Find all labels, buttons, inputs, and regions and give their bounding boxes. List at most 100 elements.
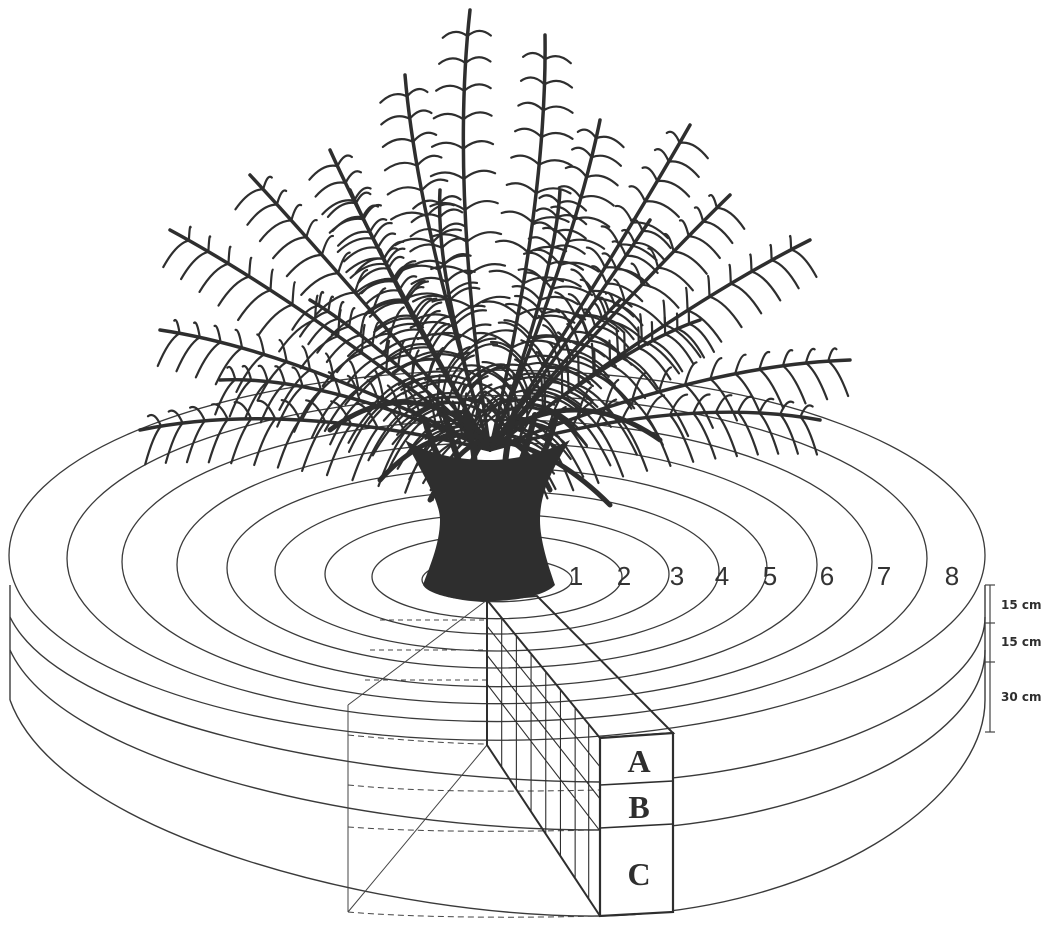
ring-label-5: 5	[763, 561, 777, 591]
frond-leaflet	[680, 220, 689, 236]
frond-leaflet	[467, 31, 490, 36]
frond-leaflet	[527, 388, 528, 422]
wedge-top-edge	[348, 600, 487, 705]
frond-leaflet	[770, 245, 771, 260]
frond-leaflet	[542, 133, 573, 139]
frond-leaflet	[507, 183, 536, 193]
frond-leaflet	[709, 297, 741, 327]
frond-leaflet	[709, 195, 717, 208]
frond-leaflet	[800, 417, 817, 455]
frond-leaflet	[440, 210, 462, 218]
frond-leaflet	[247, 204, 277, 224]
ring-label-3: 3	[670, 561, 684, 591]
frond-leaflet	[655, 149, 669, 161]
frond-leaflet	[316, 293, 355, 315]
frond-leaflet	[330, 219, 364, 233]
frond-leaflet	[616, 206, 632, 223]
frond-leaflet	[443, 32, 468, 38]
frond-leaflet	[544, 377, 545, 409]
frond-leaflet	[738, 397, 753, 413]
frond-leaflet	[596, 137, 623, 147]
frond-leaflet	[543, 107, 572, 113]
frond-leaflet	[578, 130, 596, 139]
frond-leaflet	[521, 77, 544, 84]
frond-leaflet	[695, 207, 703, 221]
depth-label-b: 15 cm	[1001, 635, 1042, 649]
frond-leaflet	[373, 223, 391, 239]
ring-label-4: 4	[715, 561, 729, 591]
grid-h-2	[487, 684, 600, 831]
frond-leaflet	[780, 414, 798, 453]
cylinder-bottom-rim	[10, 700, 985, 916]
frond-leaflet	[581, 196, 614, 206]
grid-h-1	[487, 655, 600, 799]
palm-tree-icon	[140, 10, 850, 601]
frond-leaflet	[309, 166, 337, 180]
frond-leaflet	[163, 240, 189, 267]
frond-leaflet	[624, 334, 625, 356]
depth-label-c: 30 cm	[1001, 690, 1042, 704]
frond-leaflet	[199, 264, 228, 292]
frond-leaflet	[566, 167, 587, 178]
frond-leaflet	[279, 370, 310, 410]
frond-leaflet	[380, 94, 407, 103]
frond-leaflet	[388, 187, 422, 194]
frond-leaflet	[218, 277, 249, 306]
frond-leaflet	[469, 264, 505, 274]
frond-leaflet	[658, 268, 693, 291]
grid-h-0	[487, 626, 600, 767]
frond-leaflet	[752, 272, 781, 301]
frond-leaflet	[319, 292, 323, 305]
frond-leaflet	[465, 201, 498, 210]
frond-leaflet	[594, 348, 595, 374]
frond-leaflet	[536, 188, 570, 193]
frond-leaflet	[539, 195, 559, 203]
frond-leaflet	[717, 208, 744, 229]
frond-leaflet	[422, 180, 448, 191]
wedge-dash-2	[348, 785, 600, 791]
frond-leaflet	[515, 129, 541, 137]
frond-leaflet	[439, 58, 465, 63]
frond-leaflet	[511, 156, 539, 165]
layer-label-c: C	[627, 856, 650, 892]
frond-leaflet	[772, 260, 799, 288]
layer-label-a: A	[627, 743, 650, 779]
frond-leaflet	[544, 81, 572, 88]
frond-leaflet	[209, 419, 228, 462]
frond-leaflet	[467, 232, 501, 242]
frond-leaflet	[693, 413, 715, 458]
frond-leaflet	[372, 323, 378, 345]
block-top-face	[487, 596, 673, 738]
frond-leaflet	[464, 84, 491, 90]
ring-label-8: 8	[945, 561, 959, 591]
depth-label-a: 15 cm	[1001, 598, 1042, 612]
frond-leaflet	[630, 186, 646, 201]
frond-leaflet	[665, 325, 700, 357]
frond-leaflet	[148, 415, 161, 426]
frond-leaflet	[158, 333, 180, 366]
frond-leaflet	[463, 112, 491, 119]
frond-leaflet	[539, 160, 572, 165]
frond-leaflet	[442, 239, 467, 248]
frond-leaflet	[552, 245, 584, 253]
frond-leaflet	[316, 183, 346, 197]
frond-leaflet	[260, 220, 291, 241]
frond-leaflet	[454, 306, 485, 319]
frond-leaflet	[431, 172, 464, 179]
frond-leaflet	[587, 175, 618, 185]
frond-leaflet	[177, 337, 200, 371]
frond-leaflet	[301, 273, 338, 295]
palm-trunk	[405, 440, 570, 601]
frond-leaflet	[657, 181, 689, 197]
frond-leaflet	[759, 413, 778, 454]
frond-leaflet	[689, 236, 720, 258]
frond-leaflet	[189, 227, 191, 241]
frond-leaflet	[464, 171, 495, 179]
ring-label-7: 7	[877, 561, 891, 591]
frond-leaflet	[436, 86, 464, 91]
frond-leaflet	[643, 167, 658, 181]
frond-leaflet	[196, 342, 221, 377]
layer-label-b: B	[628, 789, 649, 825]
